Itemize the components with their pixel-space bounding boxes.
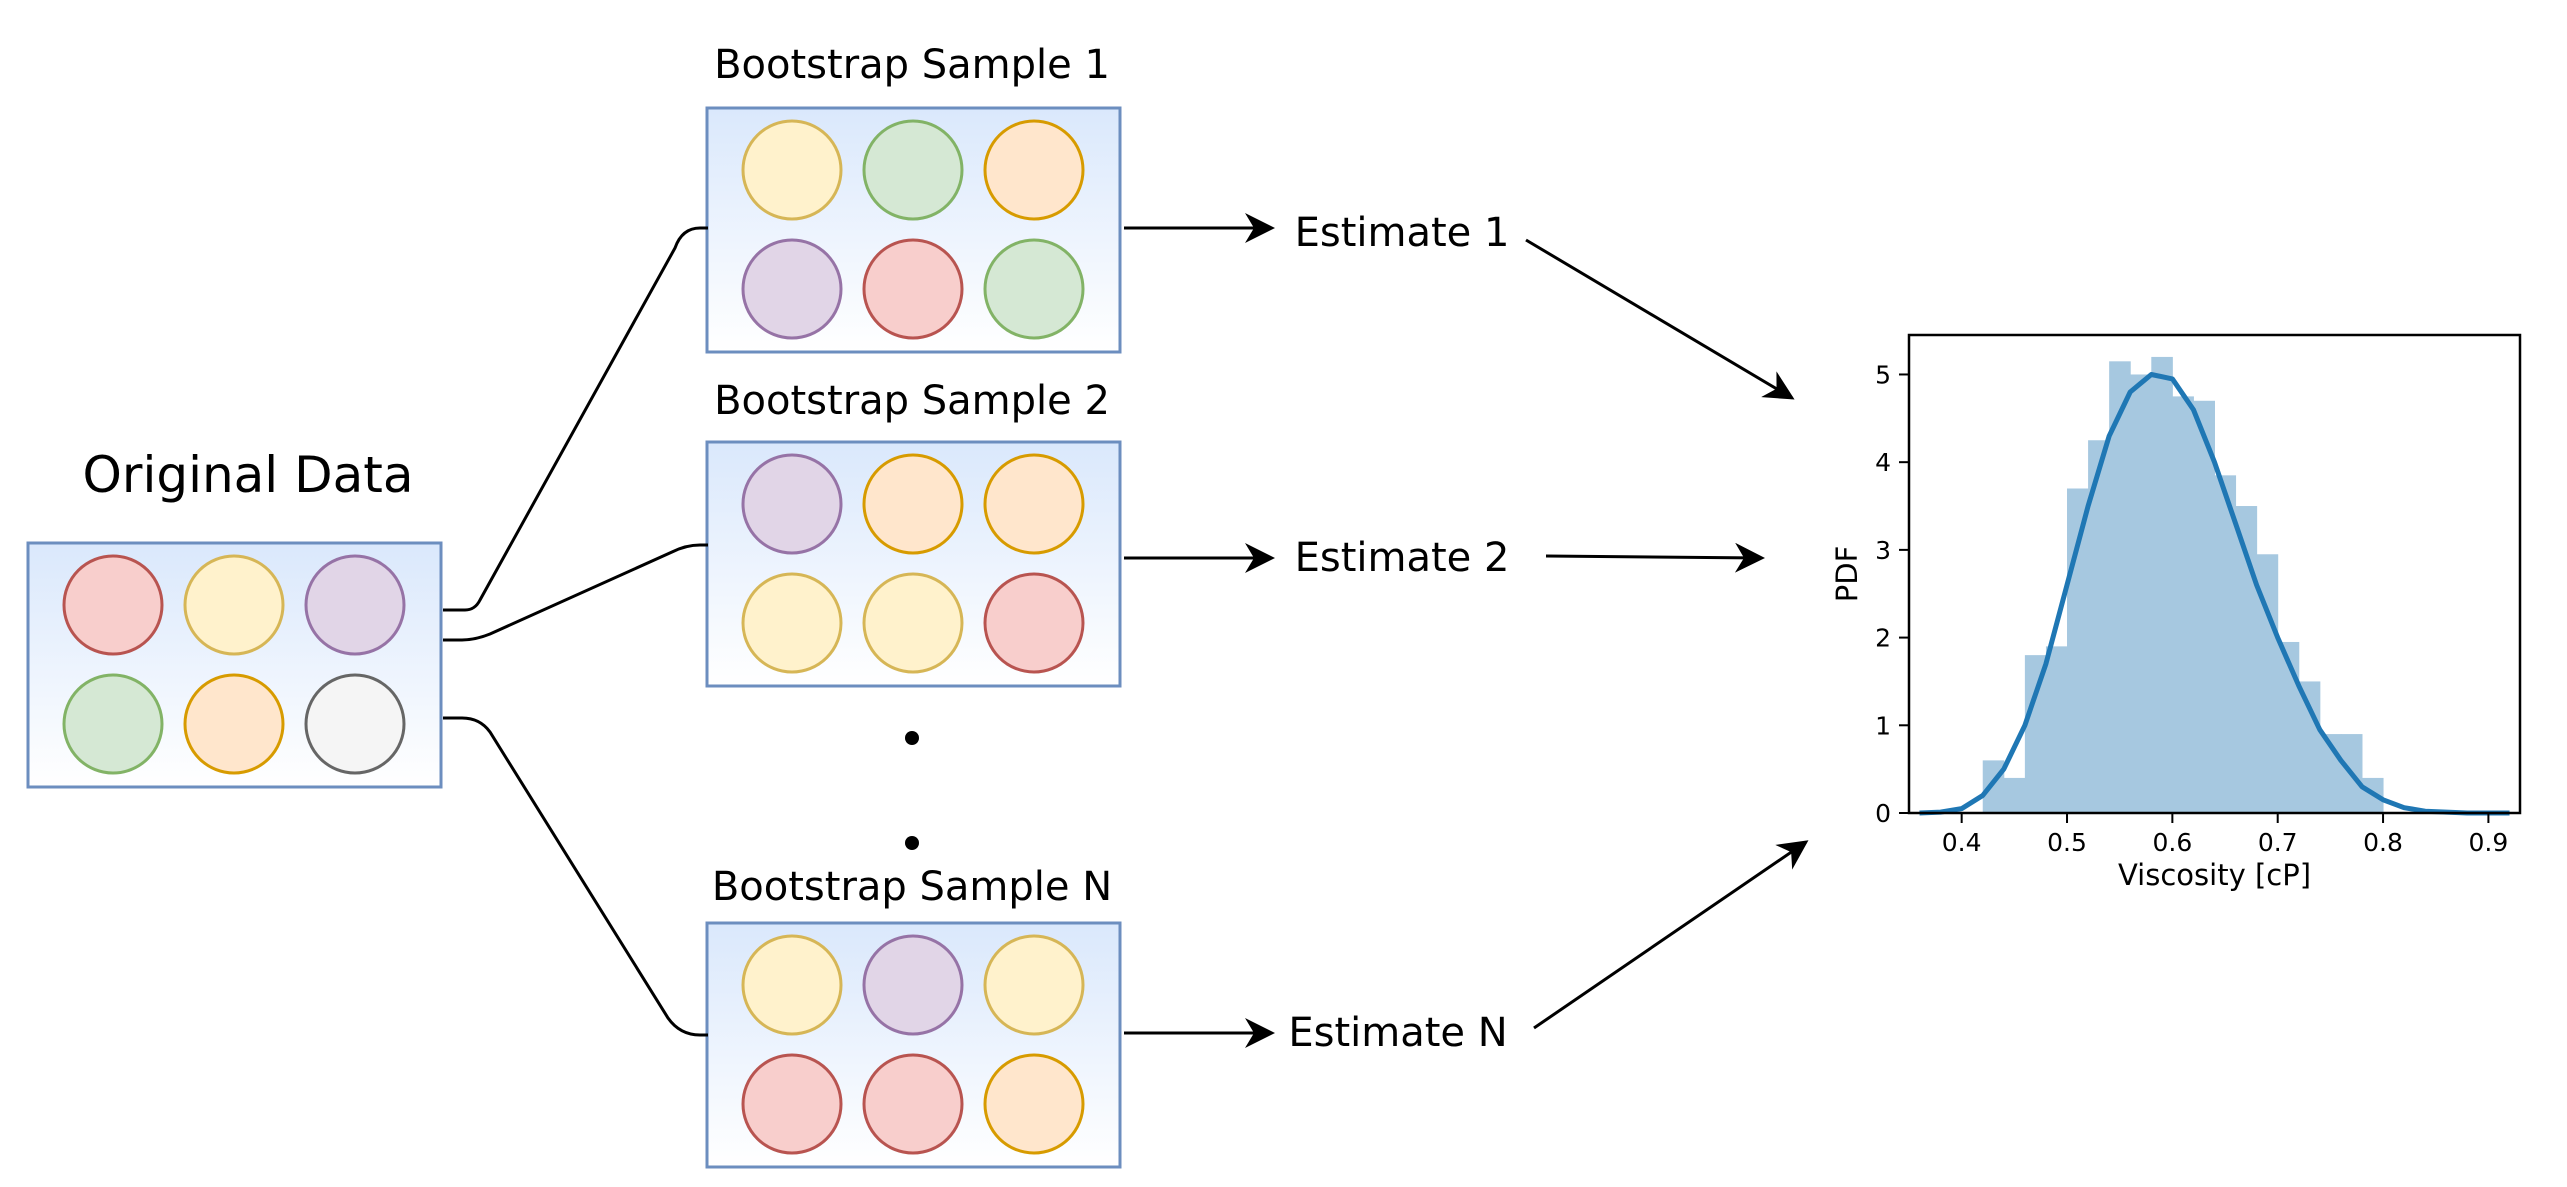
histogram-bar xyxy=(2109,361,2131,813)
connector-to-sample-2 xyxy=(443,543,708,642)
sample-1-title: Bootstrap Sample 1 xyxy=(714,42,1110,88)
histogram-bar xyxy=(2172,396,2194,813)
arrow-estimate-1-to-chart xyxy=(1525,238,1795,400)
x-axis-label: Viscosity [cP] xyxy=(2118,858,2311,892)
sample-2-circle-4 xyxy=(741,572,843,674)
sample-2-circle-1 xyxy=(741,453,843,555)
x-tick-label: 0.4 xyxy=(1942,828,1982,857)
sample-2-circle-5 xyxy=(862,572,964,674)
histogram-bar xyxy=(2045,646,2068,813)
histogram-bar xyxy=(2277,641,2300,813)
estimate-2-label: Estimate 2 xyxy=(1295,535,1510,581)
original-circle-3 xyxy=(304,554,406,656)
x-tick-label: 0.7 xyxy=(2258,828,2298,857)
arrow-estimate-n-to-chart xyxy=(1533,840,1809,1030)
sample-2-box xyxy=(705,440,1122,688)
histogram-bars xyxy=(1982,356,2384,813)
sample-n-title: Bootstrap Sample N xyxy=(712,864,1112,910)
y-axis-label: PDF xyxy=(1830,546,1864,603)
sample-n-circle-5 xyxy=(862,1053,964,1155)
y-axis-ticks: 0 1 2 3 4 5 xyxy=(1875,360,1909,828)
sample-1-circle-3 xyxy=(983,119,1085,221)
estimate-1-label: Estimate 1 xyxy=(1295,210,1510,256)
y-tick-label: 0 xyxy=(1875,799,1891,828)
x-tick-label: 0.6 xyxy=(2152,828,2192,857)
sample-1-circle-2 xyxy=(862,119,964,221)
histogram-bar xyxy=(2130,374,2152,813)
original-circle-6 xyxy=(304,673,406,775)
y-tick-label: 5 xyxy=(1875,360,1891,389)
estimate-n-label: Estimate N xyxy=(1288,1010,1507,1056)
kde-curve xyxy=(1919,372,2510,816)
viscosity-pdf-chart: 0.4 0.5 0.6 0.7 0.8 0.9 0 1 2 3 4 5 Viscosity [cP]… xyxy=(1830,333,2522,892)
x-tick-label: 0.8 xyxy=(2363,828,2403,857)
sample-1-circle-1 xyxy=(741,119,843,221)
y-tick-label: 3 xyxy=(1875,536,1891,565)
connector-to-sample-n xyxy=(443,716,708,1037)
histogram-bar xyxy=(2151,356,2173,813)
plot-frame xyxy=(1907,333,2522,815)
x-axis-ticks: 0.4 0.5 0.6 0.7 0.8 0.9 xyxy=(1942,813,2508,857)
histogram-bar xyxy=(2214,475,2237,813)
sample-2-circle-3 xyxy=(983,453,1085,555)
y-tick-label: 4 xyxy=(1875,448,1891,477)
histogram-bar xyxy=(2024,655,2047,813)
original-circle-5 xyxy=(183,673,285,775)
histogram-bar xyxy=(2088,440,2110,813)
sample-n-circle-1 xyxy=(741,934,843,1036)
histogram-bar xyxy=(2298,681,2321,813)
sample-1-circle-4 xyxy=(741,238,843,340)
sample-1-circle-6 xyxy=(983,238,1085,340)
ellipsis-dot-1 xyxy=(905,731,919,745)
sample-2-circle-6 xyxy=(983,572,1085,674)
sample-n-circle-4 xyxy=(741,1053,843,1155)
histogram-bar xyxy=(2193,400,2215,813)
histogram-bar xyxy=(1982,760,2005,813)
original-circle-1 xyxy=(62,554,164,656)
sample-n-circle-3 xyxy=(983,934,1085,1036)
original-data-title: Original Data xyxy=(83,446,414,504)
histogram-bar xyxy=(2003,777,2026,813)
connector-to-sample-1 xyxy=(443,226,708,612)
sample-2-title: Bootstrap Sample 2 xyxy=(714,378,1110,424)
sample-n-circle-6 xyxy=(983,1053,1085,1155)
arrow-estimate-2-to-chart xyxy=(1545,542,1765,573)
x-tick-label: 0.5 xyxy=(2047,828,2087,857)
sample-1-box xyxy=(705,106,1122,354)
original-data-box xyxy=(26,541,443,789)
original-circle-2 xyxy=(183,554,285,656)
sample-2-circle-2 xyxy=(862,453,964,555)
histogram-bar xyxy=(2235,506,2258,813)
sample-n-circle-2 xyxy=(862,934,964,1036)
y-tick-label: 2 xyxy=(1875,624,1891,653)
sample-1-circle-5 xyxy=(862,238,964,340)
y-tick-label: 1 xyxy=(1875,711,1891,740)
original-circle-4 xyxy=(62,673,164,775)
sample-n-box xyxy=(705,921,1122,1169)
x-tick-label: 0.9 xyxy=(2469,828,2509,857)
ellipsis-dot-2 xyxy=(905,836,919,850)
